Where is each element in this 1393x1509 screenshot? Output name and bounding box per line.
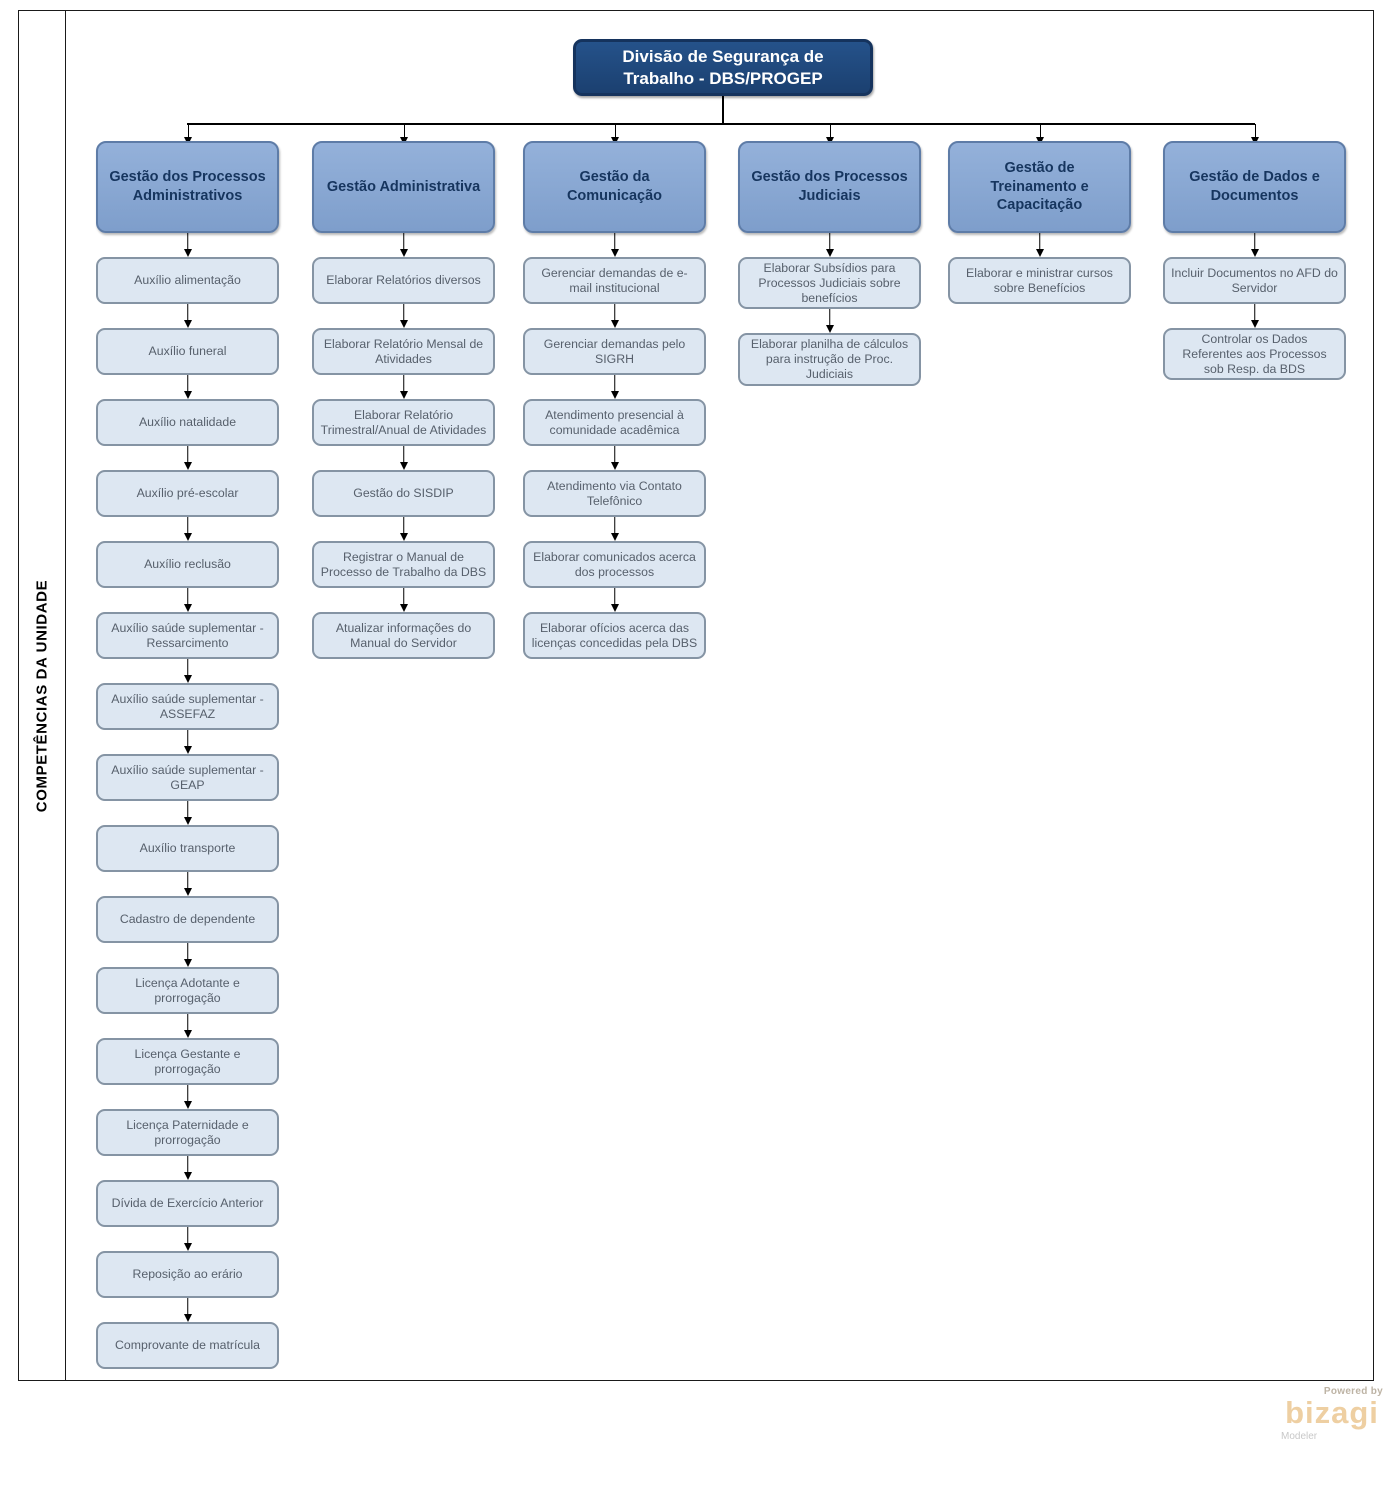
task-node: Elaborar Subsídios para Processos Judici… <box>738 257 921 310</box>
task-node: Gerenciar demandas de e-mail institucion… <box>523 257 706 304</box>
task-node: Auxílio natalidade <box>96 399 279 446</box>
diagram-pool: COMPETÊNCIAS DA UNIDADE Divisão de Segur… <box>18 10 1374 1381</box>
arrow-down-icon <box>523 517 706 541</box>
arrow-down-icon <box>523 375 706 399</box>
task-node: Auxílio saúde suplementar - GEAP <box>96 754 279 801</box>
arrow-down-icon <box>523 588 706 612</box>
task-node: Elaborar Relatório Mensal de Atividades <box>312 328 495 375</box>
arrow-down-icon <box>312 588 495 612</box>
arrow-down-icon <box>312 233 495 257</box>
connector-arrow-to-2 <box>400 124 407 145</box>
arrow-down-icon <box>312 375 495 399</box>
column-header: Gestão de Dados e Documentos <box>1163 141 1346 233</box>
powered-by-text: Powered by <box>1323 1386 1383 1397</box>
arrow-down-icon <box>738 233 921 257</box>
root-node: Divisão de Segurança de Trabalho - DBS/P… <box>573 39 873 96</box>
connector-arrow-to-3 <box>611 124 618 145</box>
column-header: Gestão Administrativa <box>312 141 495 233</box>
root-connector-line <box>722 96 724 124</box>
task-node: Elaborar e ministrar cursos sobre Benefí… <box>948 257 1131 304</box>
task-node: Licença Adotante e prorrogação <box>96 967 279 1014</box>
arrow-down-icon <box>948 233 1131 257</box>
column-header: Gestão da Comunicação <box>523 141 706 233</box>
connector-arrow-to-5 <box>1036 124 1043 145</box>
arrow-down-icon <box>96 233 279 257</box>
task-node: Auxílio reclusão <box>96 541 279 588</box>
task-node: Reposição ao erário <box>96 1251 279 1298</box>
bizagi-logo: Powered by bizagi Modeler <box>1281 1386 1383 1442</box>
arrow-down-icon <box>1163 304 1346 328</box>
arrow-down-icon <box>96 659 279 683</box>
arrow-down-icon <box>1163 233 1346 257</box>
arrow-down-icon <box>96 1156 279 1180</box>
task-node: Elaborar Relatório Trimestral/Anual de A… <box>312 399 495 446</box>
task-node: Cadastro de dependente <box>96 896 279 943</box>
arrow-down-icon <box>96 1014 279 1038</box>
task-node: Auxílio transporte <box>96 825 279 872</box>
arrow-down-icon <box>523 446 706 470</box>
arrow-down-icon <box>96 1298 279 1322</box>
arrow-down-icon <box>96 304 279 328</box>
arrow-down-icon <box>96 730 279 754</box>
task-node: Elaborar comunicados acerca dos processo… <box>523 541 706 588</box>
task-node: Atendimento via Contato Telefônico <box>523 470 706 517</box>
arrow-down-icon <box>96 1227 279 1251</box>
column-header: Gestão dos Processos Administrativos <box>96 141 279 233</box>
arrow-down-icon <box>523 304 706 328</box>
task-node: Incluir Documentos no AFD do Servidor <box>1163 257 1346 304</box>
task-node: Licença Gestante e prorrogação <box>96 1038 279 1085</box>
modeler-text: Modeler <box>1281 1430 1318 1442</box>
lane-competencias: COMPETÊNCIAS DA UNIDADE <box>19 11 66 1380</box>
arrow-down-icon <box>96 588 279 612</box>
arrow-down-icon <box>96 1085 279 1109</box>
task-node: Elaborar Relatórios diversos <box>312 257 495 304</box>
task-node: Controlar os Dados Referentes aos Proces… <box>1163 328 1346 381</box>
task-node: Dívida de Exercício Anterior <box>96 1180 279 1227</box>
task-node: Auxílio pré-escolar <box>96 470 279 517</box>
connector-arrow-to-4 <box>826 124 833 145</box>
arrow-down-icon <box>312 446 495 470</box>
task-node: Gerenciar demandas pelo SIGRH <box>523 328 706 375</box>
column-header: Gestão dos Processos Judiciais <box>738 141 921 233</box>
arrow-down-icon <box>96 446 279 470</box>
task-node: Gestão do SISDIP <box>312 470 495 517</box>
horizontal-connector-line <box>187 123 1255 125</box>
arrow-down-icon <box>96 943 279 967</box>
arrow-down-icon <box>96 872 279 896</box>
task-node: Licença Paternidade e prorrogação <box>96 1109 279 1156</box>
lane-label: COMPETÊNCIAS DA UNIDADE <box>33 579 51 812</box>
arrow-down-icon <box>312 304 495 328</box>
task-node: Auxílio saúde suplementar - Ressarciment… <box>96 612 279 659</box>
task-node: Comprovante de matrícula <box>96 1322 279 1369</box>
task-node: Elaborar ofícios acerca das licenças con… <box>523 612 706 659</box>
task-node: Auxílio alimentação <box>96 257 279 304</box>
task-node: Registrar o Manual de Processo de Trabal… <box>312 541 495 588</box>
arrow-down-icon <box>738 309 921 333</box>
column-header: Gestão de Treinamento e Capacitação <box>948 141 1131 233</box>
task-node: Auxílio saúde suplementar - ASSEFAZ <box>96 683 279 730</box>
bizagi-brand-text: bizagi <box>1285 1395 1379 1430</box>
connector-arrow-to-6 <box>1251 124 1258 145</box>
arrow-down-icon <box>96 375 279 399</box>
arrow-down-icon <box>312 517 495 541</box>
task-node: Atualizar informações do Manual do Servi… <box>312 612 495 659</box>
arrow-down-icon <box>96 517 279 541</box>
task-node: Elaborar planilha de cálculos para instr… <box>738 333 921 386</box>
arrow-down-icon <box>523 233 706 257</box>
arrow-down-icon <box>96 801 279 825</box>
task-node: Auxílio funeral <box>96 328 279 375</box>
task-node: Atendimento presencial à comunidade acad… <box>523 399 706 446</box>
connector-arrow-to-1 <box>184 124 191 145</box>
